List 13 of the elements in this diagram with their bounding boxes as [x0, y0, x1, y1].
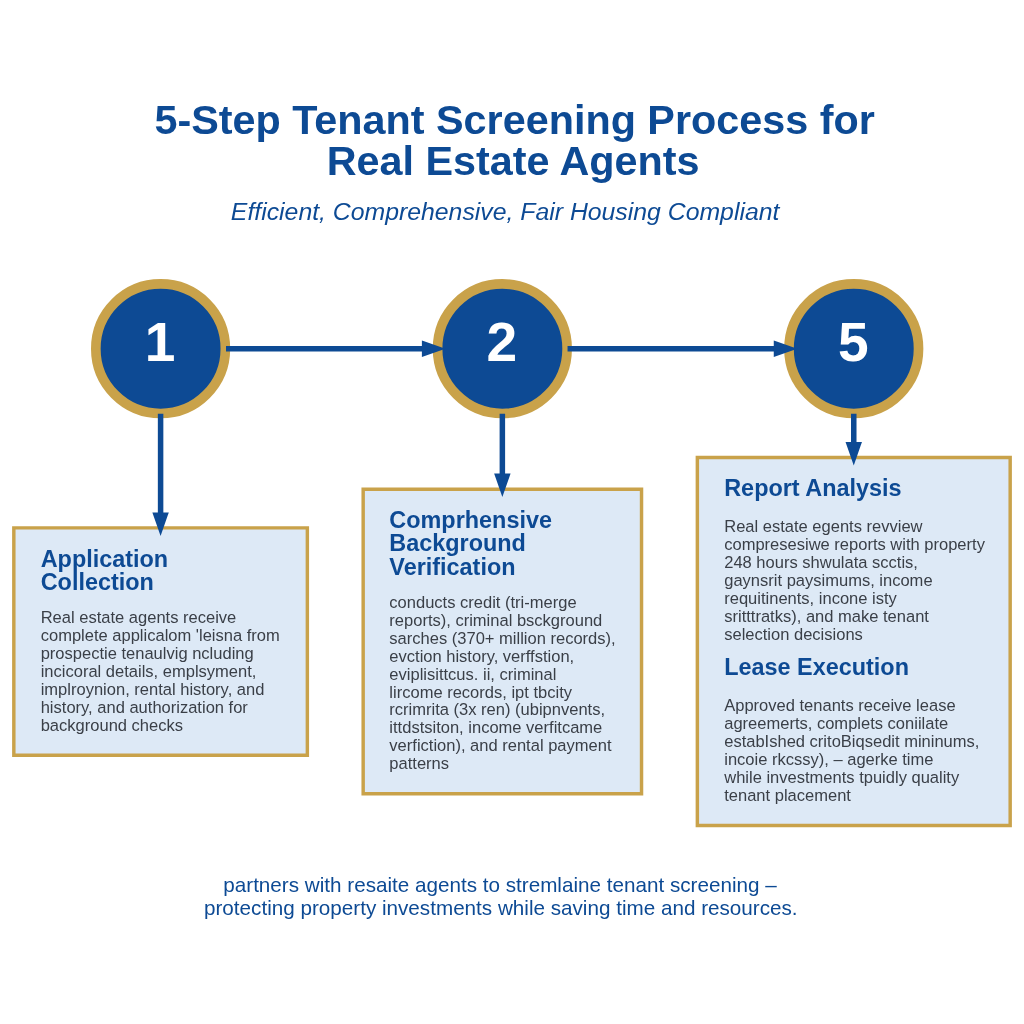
- node-box: Comprhensive Background Verification conducts credit (tri-merge reports), criminal bsckground sarches (370+ million records), evction history, verffstion, eviplisittcus. ii, criminal lircome records, ipt tbcity rcrimrita (3x ren) (ubipnvents, ittdstsiton, income verfitcame verfiction), and rental payment patterns: [361, 487, 644, 796]
- label: partners with resaite agents to stremlaine tenant screening – protecting property investments while saving time and resources.: [204, 872, 798, 920]
- node-circle: 2: [432, 279, 572, 419]
- node-box: Application Collection Real estate agents receive complete applicalom 'leisna from prospectie tenaulvig ncluding incicoral details, emplsyment, implroynion, rental history, and history, and authorization for background checks: [12, 526, 310, 757]
- label: Efficient, Comprehensive, Fair Housing Compliant: [230, 197, 780, 225]
- arrow: [226, 340, 446, 357]
- arrow: [152, 413, 169, 536]
- node-box: Report Analysis Real estate egents revview compresesiwe reports with property 248 hours shwulata scctis, gaynsrit paysimums, income requitinents, incone isty sritttratks), and make tenant selection decisions Lease Execution Approved tenants receive lease agreemerts, complets coniilate estabIshed critoBiqsedit mininums, incoie rkcssy), – agerke time while investments tpuidly quality tenant placement: [695, 455, 1012, 828]
- node-circle: 5: [784, 279, 924, 419]
- arrow: [845, 413, 862, 466]
- arrow: [494, 413, 511, 498]
- diagram-title: 5-Step Tenant Screening Process for Real Estate Agents: [154, 96, 875, 185]
- node-circle: 1: [91, 279, 231, 419]
